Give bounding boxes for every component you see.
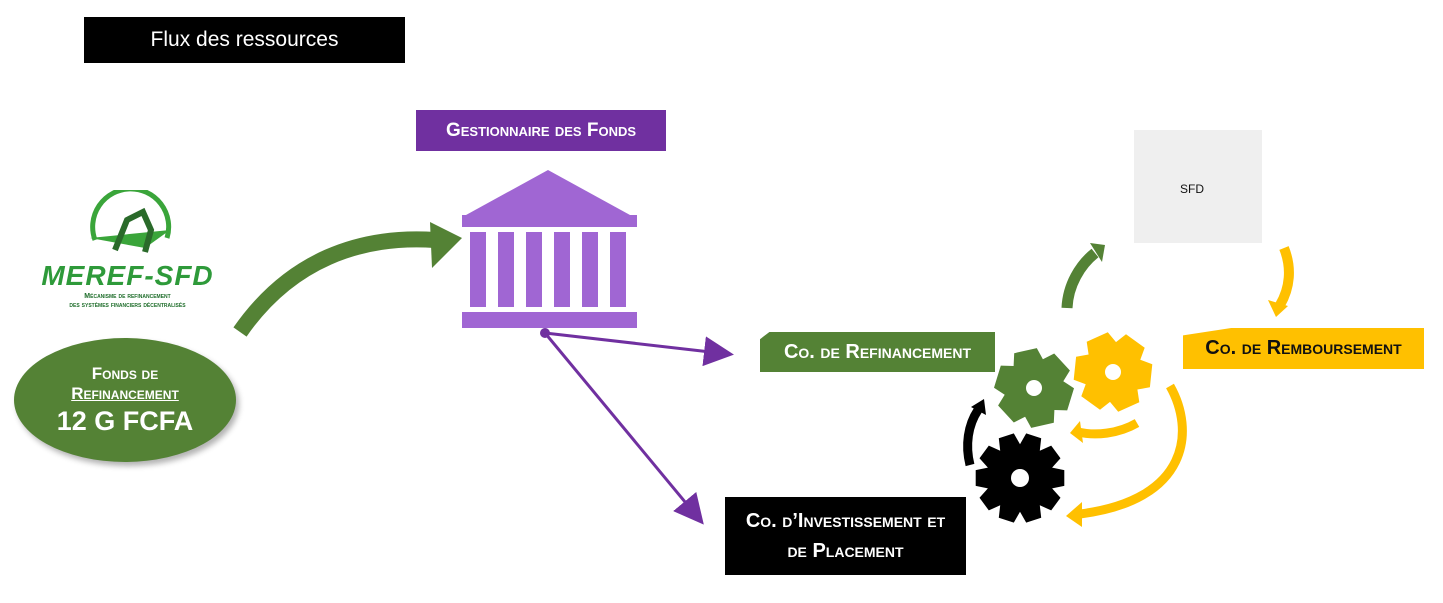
flow-arrow-fund-to-manager: [233, 222, 462, 337]
runner-logo-icon: [90, 190, 172, 253]
fund-amount: 12 G FCFA: [56, 405, 194, 436]
flow-arrow-to-refinancing: [544, 331, 734, 367]
fund-line2: Refinancement: [71, 383, 179, 403]
diagram-title: Flux des ressources: [84, 17, 405, 63]
logo-subtitle-1: Mécanisme de refinancement: [84, 293, 171, 300]
black-gear-icon: [975, 433, 1065, 523]
refinancing-label: Co. de Refinancement: [760, 332, 995, 372]
investment-label-line2: de Placement: [787, 540, 904, 562]
flow-arrow-to-investment: [543, 332, 704, 525]
green-gear-icon: [994, 348, 1074, 428]
arrow-head-to-sfd: [1090, 243, 1105, 262]
sfd-label: SFD: [1180, 182, 1204, 196]
repayment-label: Co. de Remboursement: [1183, 328, 1424, 369]
manager-label: Gestionnaire des Fonds: [416, 110, 666, 151]
investment-label: Co. d’Investissement et de Placement: [725, 497, 966, 575]
fund-line1: Fonds de: [91, 363, 159, 383]
meref-sfd-logo: MEREF-SFD Mécanisme de refinancement des…: [40, 190, 215, 320]
sfd-box: [1134, 130, 1262, 243]
cycle-arrows: [963, 243, 1294, 527]
bank-icon: [462, 170, 637, 328]
arrow-head-to-repayment: [1268, 300, 1288, 317]
logo-subtitle-2: des systèmes financiers décentralisés: [69, 302, 186, 309]
yellow-gear-icon: [1073, 332, 1153, 412]
logo-name: MEREF-SFD: [41, 260, 214, 291]
investment-label-line1: Co. d’Investissement et: [745, 510, 946, 532]
fund-ellipse: Fonds de Refinancement 12 G FCFA: [14, 338, 236, 462]
